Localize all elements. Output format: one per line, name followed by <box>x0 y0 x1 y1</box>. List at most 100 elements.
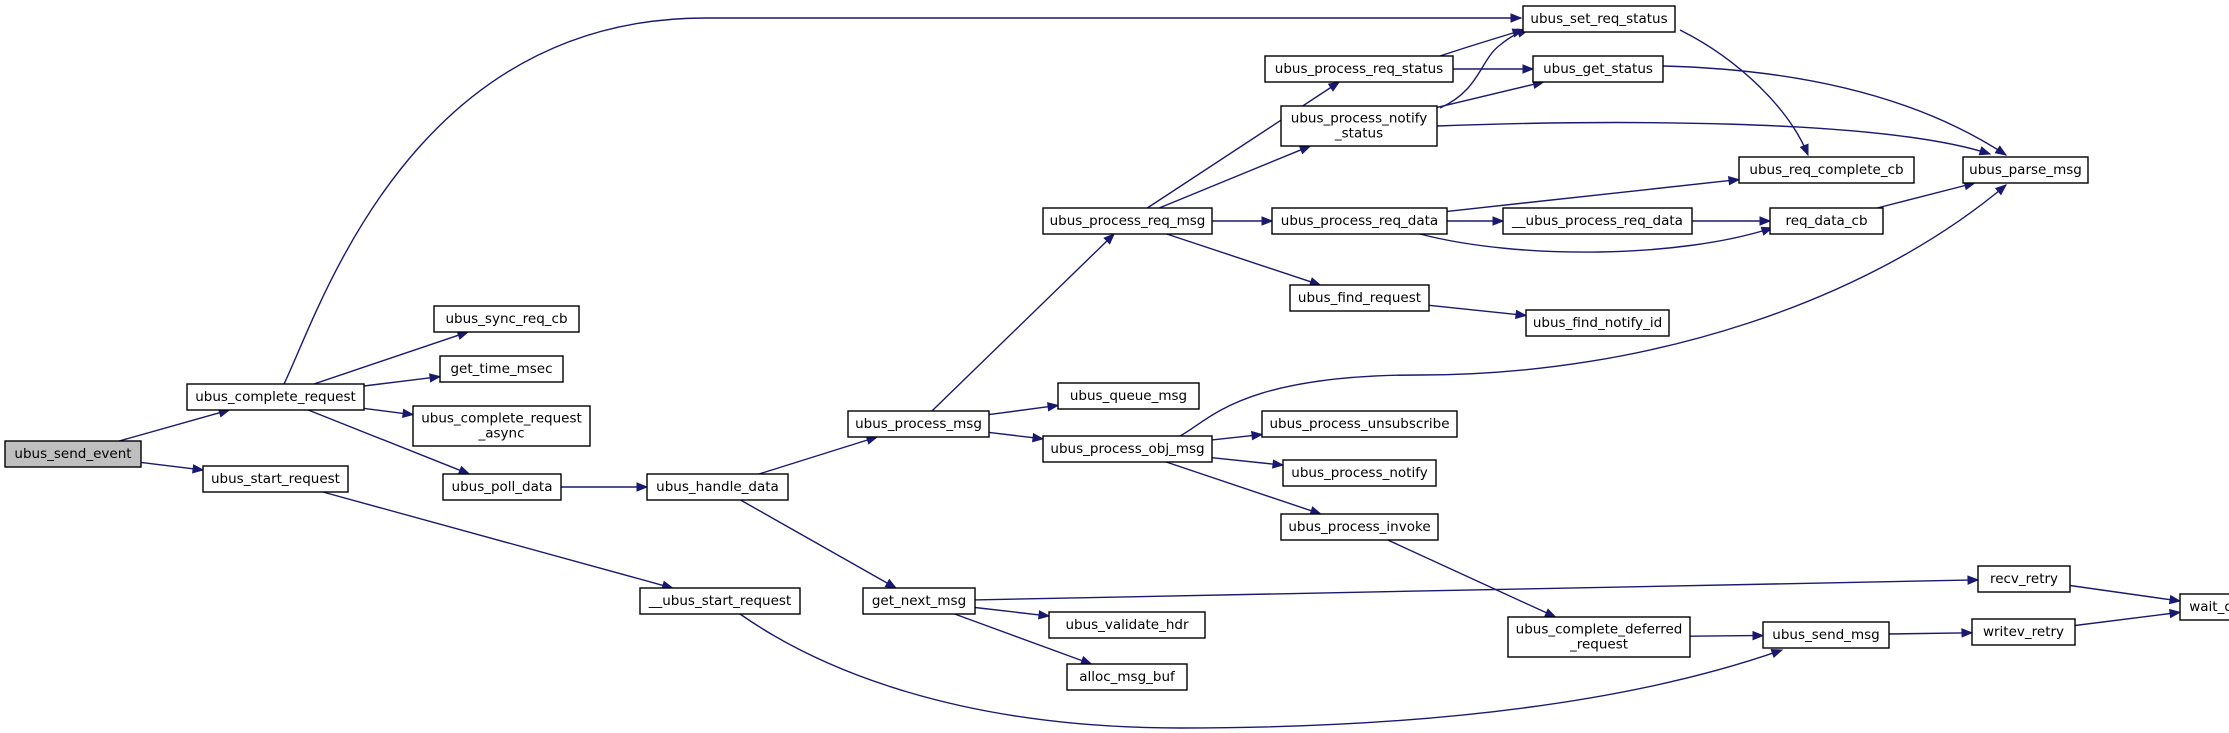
node-ubus-sync-req-cb[interactable]: ubus_sync_req_cb <box>433 305 580 333</box>
node-label: ubus_process_notify <box>1291 111 1427 127</box>
edge-ubus-start-request-to-ubus-start-request <box>322 491 674 590</box>
edge-ubus-process-req-data-to-req-data-cb <box>1692 216 1772 226</box>
edge-ubus-process-msg-to-ubus-process-req-msg <box>931 233 1116 412</box>
edge-line <box>2074 612 2171 627</box>
node-label: ubus_process_invoke <box>1288 519 1430 535</box>
edge-ubus-set-req-status-to-ubus-req-complete-cb <box>1679 29 1809 157</box>
node-label: ubus_send_event <box>14 446 131 462</box>
node-box <box>186 383 365 411</box>
arrowhead <box>1799 143 1809 157</box>
node-ubus-complete-request[interactable]: ubus_complete_request <box>186 383 365 411</box>
edge-ubus-process-obj-msg-to-ubus-process-unsubscribe <box>1211 430 1264 441</box>
edge-get-next-msg-to-recv-retry <box>974 575 1980 601</box>
edge-line <box>1179 184 2007 437</box>
node-ubus-process-req-msg[interactable]: ubus_process_req_msg <box>1042 207 1213 235</box>
edge-line <box>1888 632 1963 635</box>
node-label: alloc_msg_buf <box>1079 669 1176 685</box>
edge-line <box>1387 539 1547 614</box>
arrowhead <box>884 578 898 589</box>
node-label: ubus_process_notify <box>1291 465 1427 481</box>
edge-writev-retry-to-wait-data <box>2074 608 2182 627</box>
node-label: req_data_cb <box>1785 213 1867 229</box>
node-box <box>1042 435 1213 463</box>
edge-ubus-process-req-data-to-ubus-process-req-data <box>1447 216 1505 226</box>
edge-line <box>1436 121 1991 155</box>
node-ubus-send-msg[interactable]: ubus_send_msg <box>1762 621 1890 649</box>
node-ubus-poll-data[interactable]: ubus_poll_data <box>442 473 562 501</box>
node-ubus-start-request[interactable]: __ubus_start_request <box>639 587 801 615</box>
edge-ubus-find-request-to-ubus-find-notify-id <box>1428 304 1528 320</box>
edge-line <box>363 407 404 415</box>
node-ubus-process-req-status[interactable]: ubus_process_req_status <box>1264 55 1454 83</box>
arrowhead <box>1298 145 1312 155</box>
node-req-data-cb[interactable]: req_data_cb <box>1769 207 1884 235</box>
edge-ubus-process-req-msg-to-ubus-process-req-data <box>1212 216 1274 226</box>
node-ubus-set-req-status[interactable]: ubus_set_req_status <box>1522 5 1676 33</box>
edge-line <box>974 579 1969 601</box>
node-alloc-msg-buf[interactable]: alloc_msg_buf <box>1066 663 1188 691</box>
edge-ubus-process-req-data-to-ubus-req-complete-cb <box>1446 176 1741 213</box>
node-get-time-msec[interactable]: get_time_msec <box>439 355 564 383</box>
arrowhead <box>429 373 442 383</box>
node-box <box>862 587 976 615</box>
node-box <box>1769 207 1884 235</box>
node-get-next-msg[interactable]: get_next_msg <box>862 587 976 615</box>
edge-layer <box>119 13 2182 729</box>
node-ubus-get-status[interactable]: ubus_get_status <box>1532 55 1664 83</box>
node-ubus-process-unsubscribe[interactable]: ubus_process_unsubscribe <box>1261 410 1458 438</box>
node-ubus-process-notify[interactable]: ubus_process_notify <box>1282 459 1437 487</box>
node-ubus-process-invoke[interactable]: ubus_process_invoke <box>1280 513 1439 541</box>
arrowhead <box>1251 430 1264 441</box>
node-box <box>1271 207 1448 235</box>
node-ubus-process-notify-status[interactable]: ubus_process_notify_status <box>1280 105 1438 147</box>
node-label: ubus_find_request <box>1298 290 1421 306</box>
node-box <box>1282 459 1437 487</box>
edge-line <box>974 606 1040 616</box>
node-label: ubus_queue_msg <box>1070 388 1187 404</box>
node-ubus-req-complete-cb[interactable]: ubus_req_complete_cb <box>1738 156 1915 184</box>
node-ubus-handle-data[interactable]: ubus_handle_data <box>646 473 789 501</box>
arrowhead <box>1038 610 1051 620</box>
edge-line <box>119 412 220 442</box>
edge-line <box>1689 634 1754 637</box>
arrowhead <box>1327 81 1341 92</box>
node-ubus-validate-hdr[interactable]: ubus_validate_hdr <box>1048 611 1206 639</box>
edge-line <box>1211 434 1253 441</box>
node-wait-data[interactable]: wait_data <box>2179 593 2229 621</box>
arrowhead <box>1522 64 1535 74</box>
node-recv-retry[interactable]: recv_retry <box>1977 565 2071 593</box>
node-ubus-process-req-data[interactable]: ubus_process_req_data <box>1271 207 1448 235</box>
node-ubus-find-notify-id[interactable]: ubus_find_notify_id <box>1525 309 1670 337</box>
node-box <box>439 355 564 383</box>
node-ubus-process-obj-msg[interactable]: ubus_process_obj_msg <box>1042 435 1213 463</box>
arrowhead <box>1759 216 1772 226</box>
node-label: _status <box>1334 126 1383 142</box>
node-ubus-complete-request-async[interactable]: ubus_complete_request_async <box>412 405 591 447</box>
edge-line <box>1158 149 1302 209</box>
edge-line <box>931 240 1108 412</box>
edge-line <box>988 406 1049 416</box>
node-ubus-queue-msg[interactable]: ubus_queue_msg <box>1057 382 1200 410</box>
node-box <box>639 587 801 615</box>
arrowhead <box>1492 216 1505 226</box>
edge-line <box>954 613 1083 662</box>
node-ubus-complete-deferred-request[interactable]: ubus_complete_deferred_request <box>1507 616 1691 658</box>
edge-req-data-cb-to-ubus-parse-msg <box>1877 181 1977 209</box>
edge-line <box>2069 584 2171 601</box>
node-ubus-process-msg[interactable]: ubus_process_msg <box>847 410 990 438</box>
node-writev-retry[interactable]: writev_retry <box>1971 618 2076 646</box>
node-ubus-find-request[interactable]: ubus_find_request <box>1289 284 1430 312</box>
node-ubus-process-req-data[interactable]: __ubus_process_req_data <box>1502 207 1693 235</box>
edge-line <box>1679 29 1809 156</box>
edge-ubus-send-event-to-ubus-complete-request <box>119 408 231 442</box>
edge-ubus-handle-data-to-ubus-process-msg <box>758 435 879 475</box>
node-box <box>1522 5 1676 33</box>
node-ubus-start-request[interactable]: ubus_start_request <box>202 465 349 493</box>
node-ubus-send-event[interactable]: ubus_send_event <box>4 440 142 468</box>
node-ubus-parse-msg[interactable]: ubus_parse_msg <box>1962 156 2089 184</box>
node-box <box>433 305 580 333</box>
node-label: ubus_poll_data <box>452 479 553 495</box>
node-label: ubus_set_req_status <box>1530 11 1667 27</box>
node-label: ubus_process_req_data <box>1281 213 1438 229</box>
node-box <box>1057 382 1200 410</box>
